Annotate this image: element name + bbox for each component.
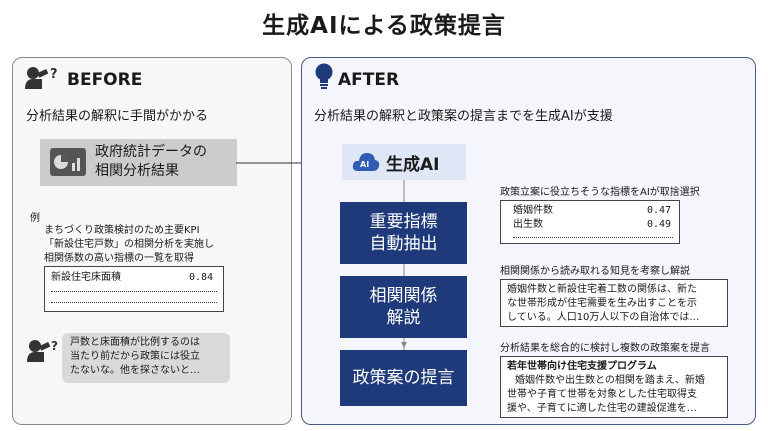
r3-line3: 援や、子育てに適した住宅の建設促進を… [507,403,697,414]
comment-bubble: 戸数と床面積が比例するのは 当たり前だから政策には役立 たないな。他を探さないと… [62,333,230,383]
thinking-person-icon: ? [27,339,58,362]
correlation-explanation-box: 婚姻件数と新設住宅着工数の関係は、新た な世帯形成が住宅需要を生み出すことを示 … [500,279,728,327]
example-line3: 相関係数の高い指標の一覧を取得 [44,253,194,264]
step2-line2: 解説 [386,308,421,328]
policy-proposal-box: 若年世帯向け住宅支援プログラム 婚姻件数や出生数との相関を踏まえ、新婚 世帯や子… [500,356,728,418]
statistics-result-box: 政府統計データの 相関分析結果 [40,139,237,186]
box-label-line1: 政府統計データの [95,144,207,160]
generative-ai-box: AI 生成AI [342,144,466,180]
r2-line3: している。人口10万人以下の自治体では… [507,312,700,323]
example-description: まちづくり政策検討のため主要KPI 「新設住宅戸数」の相関分析を実施し 相関係数… [44,224,214,266]
r3-line1: 婚姻件数や出生数との相関を踏まえ、新婚 [515,375,705,386]
dotted-line [513,237,673,238]
correlation-table: 新設住宅床面積 0.84 [44,266,224,312]
before-heading: BEFORE [67,70,143,90]
example-line1: まちづくり政策検討のため主要KPI [44,225,200,236]
step3-label: 政策案の提言 [352,368,455,388]
indicator-name: 婚姻件数 [513,205,553,216]
indicator-value: 0.49 [647,219,672,230]
r2-caption: 相関関係から読み取れる知見を考察し解説 [500,266,690,277]
after-subtitle: 分析結果の解釈と政策案の提言までを生成AIが支援 [314,109,613,124]
step-extract-indicators: 重要指標 自動抽出 [340,202,467,264]
step1-line1: 重要指標 [369,212,438,232]
r3-caption: 分析結果を総合的に検討し複数の政策案を提言 [500,343,710,354]
r2-line2: な世帯形成が住宅需要を生み出すことを示 [507,298,697,309]
dotted-line [51,291,217,292]
indicator-list-box: 婚姻件数 0.47 出生数 0.49 [500,200,680,244]
svg-text:?: ? [50,67,58,82]
r3-line2: 世帯や子育て世帯を対象とした住宅取得支 [507,389,697,400]
example-label: 例 [30,213,40,224]
example-line2: 「新設住宅戸数」の相関分析を実施し [44,239,214,250]
bubble-line2: 当たり前だから政策には役立 [70,351,200,362]
page-title: 生成AIによる政策提言 [262,13,506,39]
step2-line1: 相関関係 [369,286,438,306]
ai-label: 生成AI [386,155,440,175]
r3-title: 若年世帯向け住宅支援プログラム [507,361,657,372]
bubble-line1: 戸数と床面積が比例するのは [70,337,200,348]
chart-document-icon [50,148,86,176]
thinking-person-icon: ? [25,67,58,89]
dotted-line [51,302,217,303]
lightbulb-icon [315,63,333,89]
step-explain-correlation: 相関関係 解説 [340,276,467,338]
box-label-line2: 相関分析結果 [95,163,179,179]
ai-cloud-icon: AI [352,153,380,171]
step-policy-proposal: 政策案の提言 [340,350,467,406]
bubble-line3: たないな。他を探さないと… [70,365,200,376]
svg-text:?: ? [51,339,58,353]
r2-line1: 婚姻件数と新設住宅着工数の関係は、新た [507,284,697,295]
table-item: 新設住宅床面積 [51,272,121,283]
indicator-value: 0.47 [647,205,672,216]
r1-caption: 政策立案に役立ちそうな指標をAIが取捨選択 [500,187,700,198]
step1-line2: 自動抽出 [369,234,438,254]
after-heading: AFTER [338,70,400,90]
indicator-name: 出生数 [513,219,543,230]
ai-badge-text: AI [360,160,369,169]
table-value: 0.84 [189,272,214,283]
before-subtitle: 分析結果の解釈に手間がかかる [26,109,209,124]
